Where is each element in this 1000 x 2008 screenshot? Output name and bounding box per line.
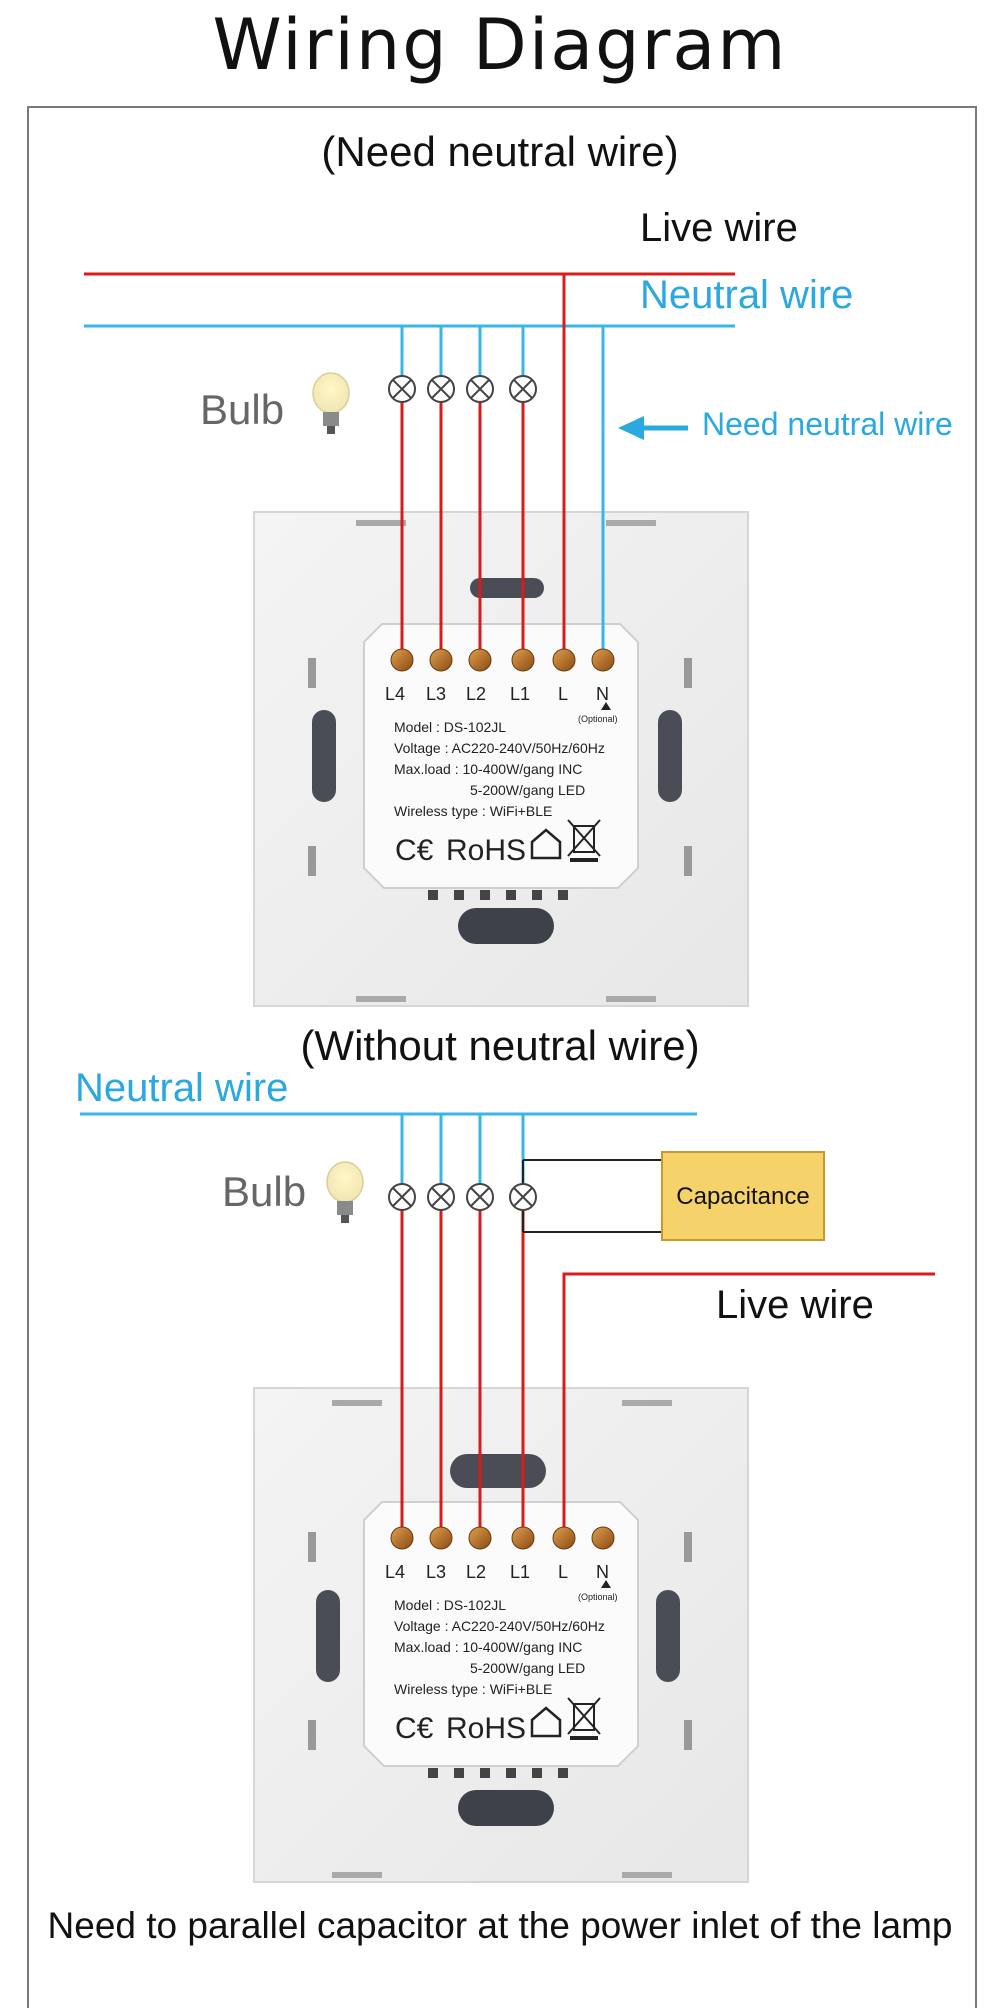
terminal-label: L2 bbox=[466, 684, 486, 704]
section2-bulb-label: Bulb bbox=[222, 1168, 307, 1215]
terminal-label: L3 bbox=[426, 684, 446, 704]
lamp-symbols-2 bbox=[388, 1183, 537, 1211]
terminal-label: L1 bbox=[510, 684, 530, 704]
section2-live-label: Live wire bbox=[716, 1283, 874, 1327]
rohs-mark: RoHS bbox=[446, 834, 526, 867]
svg-text:C€: C€ bbox=[395, 1712, 434, 1745]
bulb-icon bbox=[326, 1161, 364, 1223]
diagram-frame bbox=[27, 106, 977, 2008]
module-info-2: Model : DS-102JL Voltage : AC220-240V/50… bbox=[394, 1597, 605, 1697]
maxload-text: Max.load : 10-400W/gang INC bbox=[394, 1639, 582, 1655]
terminal-label: L4 bbox=[385, 1562, 405, 1582]
maxload-led-text: 5-200W/gang LED bbox=[470, 782, 585, 798]
page-title: Wiring Diagram bbox=[212, 4, 788, 86]
capacitor-box bbox=[661, 1151, 825, 1241]
cert-marks-2: C€ RoHS bbox=[395, 1697, 601, 1745]
section1-live-label: Live wire bbox=[640, 206, 798, 250]
optional-label: (Optional) bbox=[578, 1592, 618, 1602]
model-text: Model : DS-102JL bbox=[394, 719, 506, 735]
terminal-label: L4 bbox=[385, 684, 405, 704]
terminal-label: L3 bbox=[426, 1562, 446, 1582]
wireless-text: Wireless type : WiFi+BLE bbox=[394, 1681, 552, 1697]
section2-heading: (Without neutral wire) bbox=[300, 1022, 700, 1069]
section1-bulb-label: Bulb bbox=[200, 386, 285, 433]
optional-label: (Optional) bbox=[578, 714, 618, 724]
section1-neutral-label: Neutral wire bbox=[640, 273, 854, 317]
model-text: Model : DS-102JL bbox=[394, 1597, 506, 1613]
terminal-label: L2 bbox=[466, 1562, 486, 1582]
terminal-label: L bbox=[558, 1562, 568, 1582]
voltage-text: Voltage : AC220-240V/50Hz/60Hz bbox=[394, 740, 605, 756]
maxload-led-text: 5-200W/gang LED bbox=[470, 1660, 585, 1676]
wireless-text: Wireless type : WiFi+BLE bbox=[394, 803, 552, 819]
need-neutral-note: Need neutral wire bbox=[702, 406, 953, 442]
lamp-symbols-1 bbox=[388, 375, 537, 403]
bulb-icon bbox=[312, 372, 350, 434]
terminal-labels-2: L4 L3 L2 L1 L N (Optional) bbox=[385, 1562, 618, 1602]
section1-heading: (Need neutral wire) bbox=[321, 128, 679, 175]
capacitor-label: Capacitance bbox=[676, 1183, 809, 1210]
svg-text:C€: C€ bbox=[395, 834, 434, 867]
switch-plate-1 bbox=[253, 511, 749, 1007]
terminal-label: N bbox=[596, 1562, 609, 1582]
terminal-label: L bbox=[558, 684, 568, 704]
arrow-left-icon bbox=[618, 416, 688, 440]
cert-marks-1: C€ RoHS bbox=[395, 819, 601, 867]
section2-neutral-label: Neutral wire bbox=[75, 1066, 289, 1110]
maxload-text: Max.load : 10-400W/gang INC bbox=[394, 761, 582, 777]
footer-note: Need to parallel capacitor at the power … bbox=[47, 1905, 953, 1946]
terminals-1 bbox=[390, 648, 615, 672]
rohs-mark: RoHS bbox=[446, 1712, 526, 1745]
module-info-1: Model : DS-102JL Voltage : AC220-240V/50… bbox=[394, 719, 605, 819]
terminals-2 bbox=[390, 1526, 615, 1550]
terminal-labels-1: L4 L3 L2 L1 L N (Optional) bbox=[385, 684, 618, 724]
terminal-label: L1 bbox=[510, 1562, 530, 1582]
voltage-text: Voltage : AC220-240V/50Hz/60Hz bbox=[394, 1618, 605, 1634]
terminal-label: N bbox=[596, 684, 609, 704]
switch-plate-2 bbox=[253, 1387, 749, 1883]
